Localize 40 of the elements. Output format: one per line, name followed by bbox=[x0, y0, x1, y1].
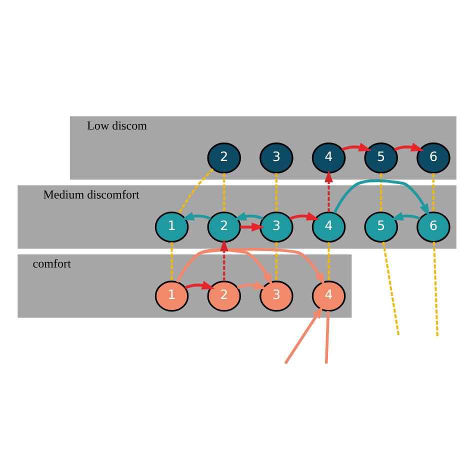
connector bbox=[432, 172, 434, 212]
connector bbox=[170, 242, 173, 281]
arrow bbox=[289, 211, 320, 220]
arrow bbox=[176, 247, 325, 286]
node-circle: 3 bbox=[260, 211, 294, 242]
connector bbox=[328, 242, 330, 281]
node-circle: 2 bbox=[207, 280, 242, 312]
connector bbox=[382, 241, 400, 336]
arrow bbox=[240, 222, 265, 232]
node-circle: 2 bbox=[207, 142, 242, 174]
node-circle: 5 bbox=[364, 211, 398, 242]
connector bbox=[380, 172, 382, 212]
node-circle: 3 bbox=[260, 280, 294, 312]
arrow bbox=[394, 142, 424, 151]
arrow bbox=[284, 305, 324, 364]
arrow bbox=[333, 178, 430, 216]
connector bbox=[223, 172, 226, 212]
arrow bbox=[180, 211, 212, 220]
node-circle: 3 bbox=[260, 142, 294, 174]
arrow bbox=[184, 280, 215, 290]
node-circle: 6 bbox=[416, 142, 450, 174]
arrow bbox=[233, 211, 264, 220]
node-circle: 4 bbox=[312, 142, 346, 174]
node-circle: 4 bbox=[312, 280, 346, 312]
node-circle: 5 bbox=[364, 142, 398, 174]
arrow bbox=[324, 170, 334, 212]
connector bbox=[324, 310, 330, 364]
node-circle: 1 bbox=[154, 211, 189, 242]
arrow bbox=[390, 211, 421, 220]
node-circle: 1 bbox=[154, 280, 189, 312]
connector bbox=[275, 172, 278, 212]
node-circle: 6 bbox=[416, 211, 450, 242]
connector bbox=[178, 168, 214, 214]
connector bbox=[432, 241, 438, 336]
node-circle: 4 bbox=[312, 211, 346, 242]
arrow bbox=[220, 238, 228, 281]
node-circle: 2 bbox=[207, 211, 242, 242]
arrow bbox=[236, 280, 268, 290]
arrow bbox=[342, 142, 372, 151]
connector bbox=[275, 242, 278, 281]
